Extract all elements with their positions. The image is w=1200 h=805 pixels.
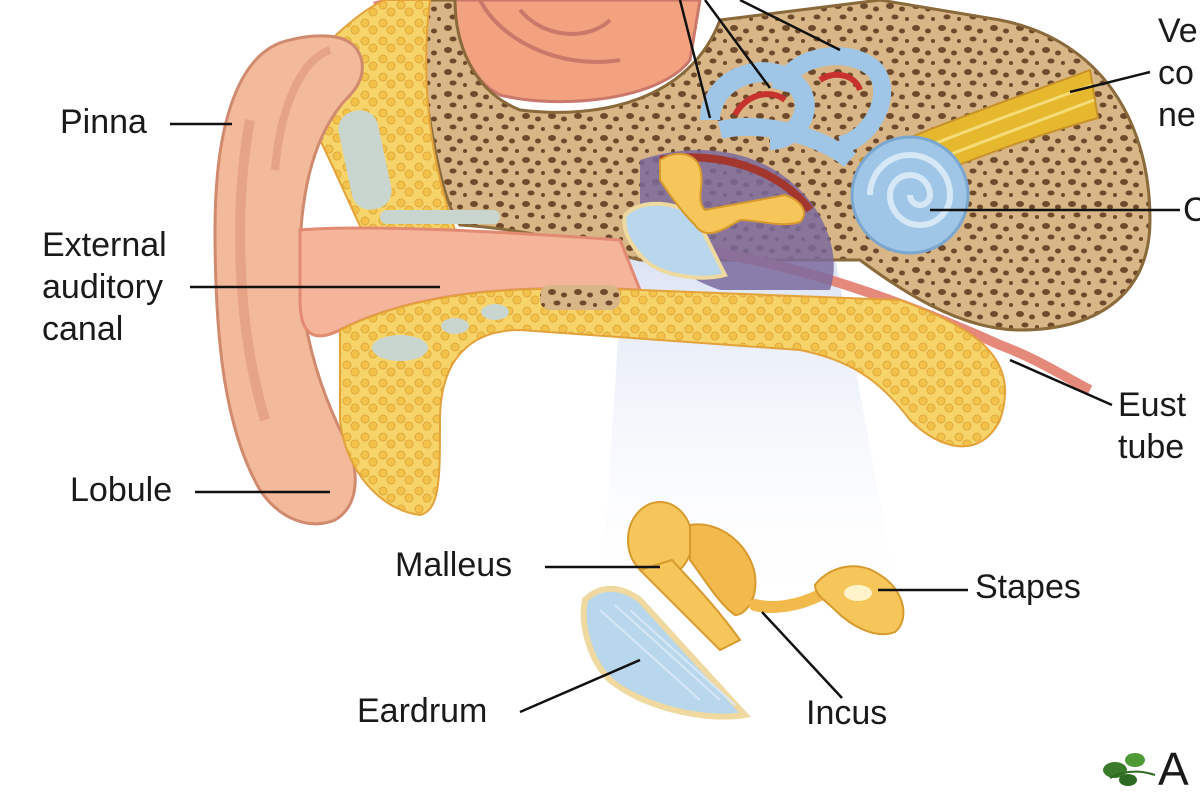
- label-vestibulocochlear-nerve-partial: Ve co ne: [1158, 12, 1198, 134]
- label-lobule: Lobule: [70, 471, 173, 509]
- leader-nerve: [1069, 70, 1151, 94]
- label-stapes: Stapes: [975, 568, 1081, 606]
- eardrum-inset: [580, 585, 751, 720]
- label-malleus: Malleus: [395, 546, 513, 584]
- label-eustachian-tube-partial: Eust tube: [1118, 386, 1187, 466]
- eardrum-section: [622, 201, 728, 280]
- logo-leaf-icon: [1103, 753, 1156, 786]
- label-external-auditory-canal: External auditory canal: [42, 226, 167, 348]
- ossicle-inset: [580, 501, 905, 720]
- malleus-handle: [638, 558, 742, 652]
- label-incus: Incus: [806, 694, 888, 732]
- semicircular-canals: [700, 47, 892, 168]
- lower-cartilage: [339, 287, 1006, 517]
- leader-eardrum: [519, 658, 641, 714]
- ossicles-section: [659, 152, 805, 235]
- logo-letter: A: [1158, 743, 1189, 795]
- leader-eustachian: [1009, 358, 1113, 407]
- leader-incus: [761, 611, 843, 699]
- label-eardrum: Eardrum: [357, 692, 488, 730]
- label-cochlea-partial: C: [1183, 191, 1200, 229]
- cochlea: [850, 135, 970, 255]
- label-pinna: Pinna: [60, 103, 147, 141]
